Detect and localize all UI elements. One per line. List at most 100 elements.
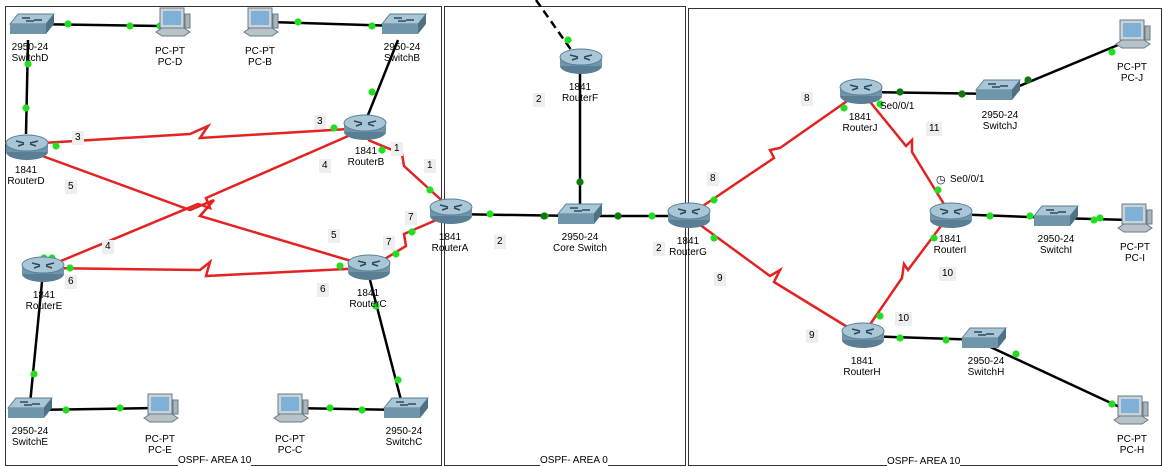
routerC-model-label: 1841 bbox=[356, 288, 380, 299]
coreSwitch-name-label: Core Switch bbox=[553, 243, 607, 254]
router-icon bbox=[343, 114, 387, 140]
switchJ-model-label: 2950-24 bbox=[981, 110, 1019, 121]
router-icon bbox=[559, 48, 603, 74]
switchB-model-label: 2950-24 bbox=[383, 42, 421, 53]
link-switchJ-pcJ bbox=[999, 38, 1131, 96]
routerG-name-label: RouterG bbox=[669, 247, 707, 258]
pc-pcH[interactable] bbox=[1110, 394, 1150, 433]
switch-coreSwitch[interactable] bbox=[556, 202, 604, 231]
link-number-6b: 6 bbox=[317, 283, 329, 297]
port-indicator bbox=[116, 404, 124, 412]
router-routerH[interactable] bbox=[840, 320, 886, 355]
pc-pcI[interactable] bbox=[1114, 202, 1154, 241]
switch-switchC[interactable] bbox=[382, 396, 430, 425]
pc-pcB[interactable] bbox=[240, 6, 280, 45]
port-indicator bbox=[930, 234, 938, 242]
link-number-5b: 5 bbox=[328, 229, 340, 243]
switchH-name-label: SwitchH bbox=[967, 367, 1005, 378]
link-routerD-routerC bbox=[25, 148, 369, 268]
router-routerI[interactable] bbox=[928, 200, 974, 235]
switch-switchJ[interactable] bbox=[974, 78, 1022, 107]
switchC-name-label: SwitchC bbox=[385, 437, 423, 448]
port-indicator bbox=[394, 376, 402, 384]
pcD-name-label: PC-D bbox=[157, 57, 183, 68]
link-number-9b: 9 bbox=[806, 329, 818, 343]
switch-switchH[interactable] bbox=[960, 326, 1008, 355]
link-switchE-pcE bbox=[29, 406, 157, 412]
link-number-6a: 6 bbox=[65, 275, 77, 289]
link-routerJ-routerI bbox=[861, 91, 952, 215]
switch-switchB[interactable] bbox=[380, 12, 428, 41]
routerB-name-label: RouterB bbox=[347, 157, 385, 168]
port-indicator bbox=[1024, 76, 1032, 84]
routerH-model-label: 1841 bbox=[850, 356, 874, 367]
router-icon bbox=[667, 202, 711, 228]
router-routerJ[interactable] bbox=[838, 76, 884, 111]
link-number-7b: 7 bbox=[383, 236, 395, 250]
switchD-model-label: 2950-24 bbox=[11, 42, 49, 53]
switch-switchI[interactable] bbox=[1032, 204, 1080, 233]
router-routerC[interactable] bbox=[346, 252, 392, 287]
area-left-label: OSPF- AREA 10 bbox=[178, 455, 252, 466]
port-indicator bbox=[896, 88, 904, 96]
link-number-3b: 3 bbox=[314, 115, 326, 129]
router-routerE[interactable] bbox=[20, 254, 66, 289]
routerB-model-label: 1841 bbox=[354, 146, 378, 157]
link-number-2f: 2 bbox=[533, 93, 545, 107]
link-routerG-routerJ bbox=[687, 90, 861, 218]
port-indicator bbox=[986, 212, 994, 220]
port-indicator bbox=[378, 146, 386, 154]
link-number-1a: 1 bbox=[391, 142, 403, 156]
link-number-2core: 2 bbox=[494, 235, 506, 249]
pcB-name-label: PC-B bbox=[248, 57, 272, 68]
switch-icon bbox=[974, 79, 1022, 100]
router-routerF[interactable] bbox=[558, 46, 604, 81]
pc-pcD[interactable] bbox=[152, 6, 192, 45]
routerI-name-label: RouterI bbox=[933, 245, 967, 256]
port-indicator bbox=[1108, 400, 1116, 408]
switchE-name-label: SwitchE bbox=[11, 437, 49, 448]
link-switchH-pcH bbox=[983, 342, 1127, 412]
port-indicator bbox=[876, 100, 884, 108]
routerF-name-label: RouterF bbox=[561, 93, 599, 104]
port-indicator bbox=[648, 212, 656, 220]
pc-pcE[interactable] bbox=[140, 392, 180, 431]
pc-pcJ[interactable] bbox=[1112, 18, 1152, 57]
port-indicator bbox=[64, 20, 72, 28]
link-pcC-switchC bbox=[289, 406, 403, 412]
routerJ-name-label: RouterJ bbox=[842, 123, 878, 134]
link-number-11: 11 bbox=[926, 122, 943, 136]
switchD-name-label: SwitchD bbox=[11, 53, 49, 64]
pc-pcC[interactable] bbox=[270, 392, 310, 431]
switch-icon bbox=[380, 13, 428, 34]
switchC-model-label: 2950-24 bbox=[385, 426, 423, 437]
router-routerD[interactable] bbox=[4, 132, 50, 167]
port-indicator bbox=[614, 212, 622, 220]
pcD-model-label: PC-PT bbox=[155, 46, 185, 57]
clock-icon: ◷ bbox=[936, 174, 946, 186]
router-routerG[interactable] bbox=[666, 200, 712, 235]
router-icon bbox=[841, 322, 885, 348]
router-routerB[interactable] bbox=[342, 112, 388, 147]
pc-icon bbox=[273, 393, 309, 423]
router-icon bbox=[929, 202, 973, 228]
pcE-name-label: PC-E bbox=[148, 445, 172, 456]
pc-icon bbox=[155, 7, 191, 37]
routerA-name-label: RouterA bbox=[431, 243, 469, 254]
router-icon bbox=[429, 198, 473, 224]
router-icon bbox=[21, 256, 65, 282]
link-number-4a: 4 bbox=[319, 159, 331, 173]
routerF-model-label: 1841 bbox=[568, 82, 592, 93]
switchI-model-label: 2950-24 bbox=[1037, 234, 1075, 245]
router-routerA[interactable] bbox=[428, 196, 474, 231]
pcB-model-label: PC-PT bbox=[245, 46, 275, 57]
pcJ-name-label: PC-J bbox=[1120, 73, 1144, 84]
switchJ-name-label: SwitchJ bbox=[982, 121, 1018, 132]
switch-switchD[interactable] bbox=[8, 12, 56, 41]
switch-switchE[interactable] bbox=[6, 396, 54, 425]
link-number-7a: 7 bbox=[405, 211, 417, 225]
link-pcB-switchB bbox=[269, 20, 401, 28]
link-routerB-routerE bbox=[43, 128, 363, 270]
